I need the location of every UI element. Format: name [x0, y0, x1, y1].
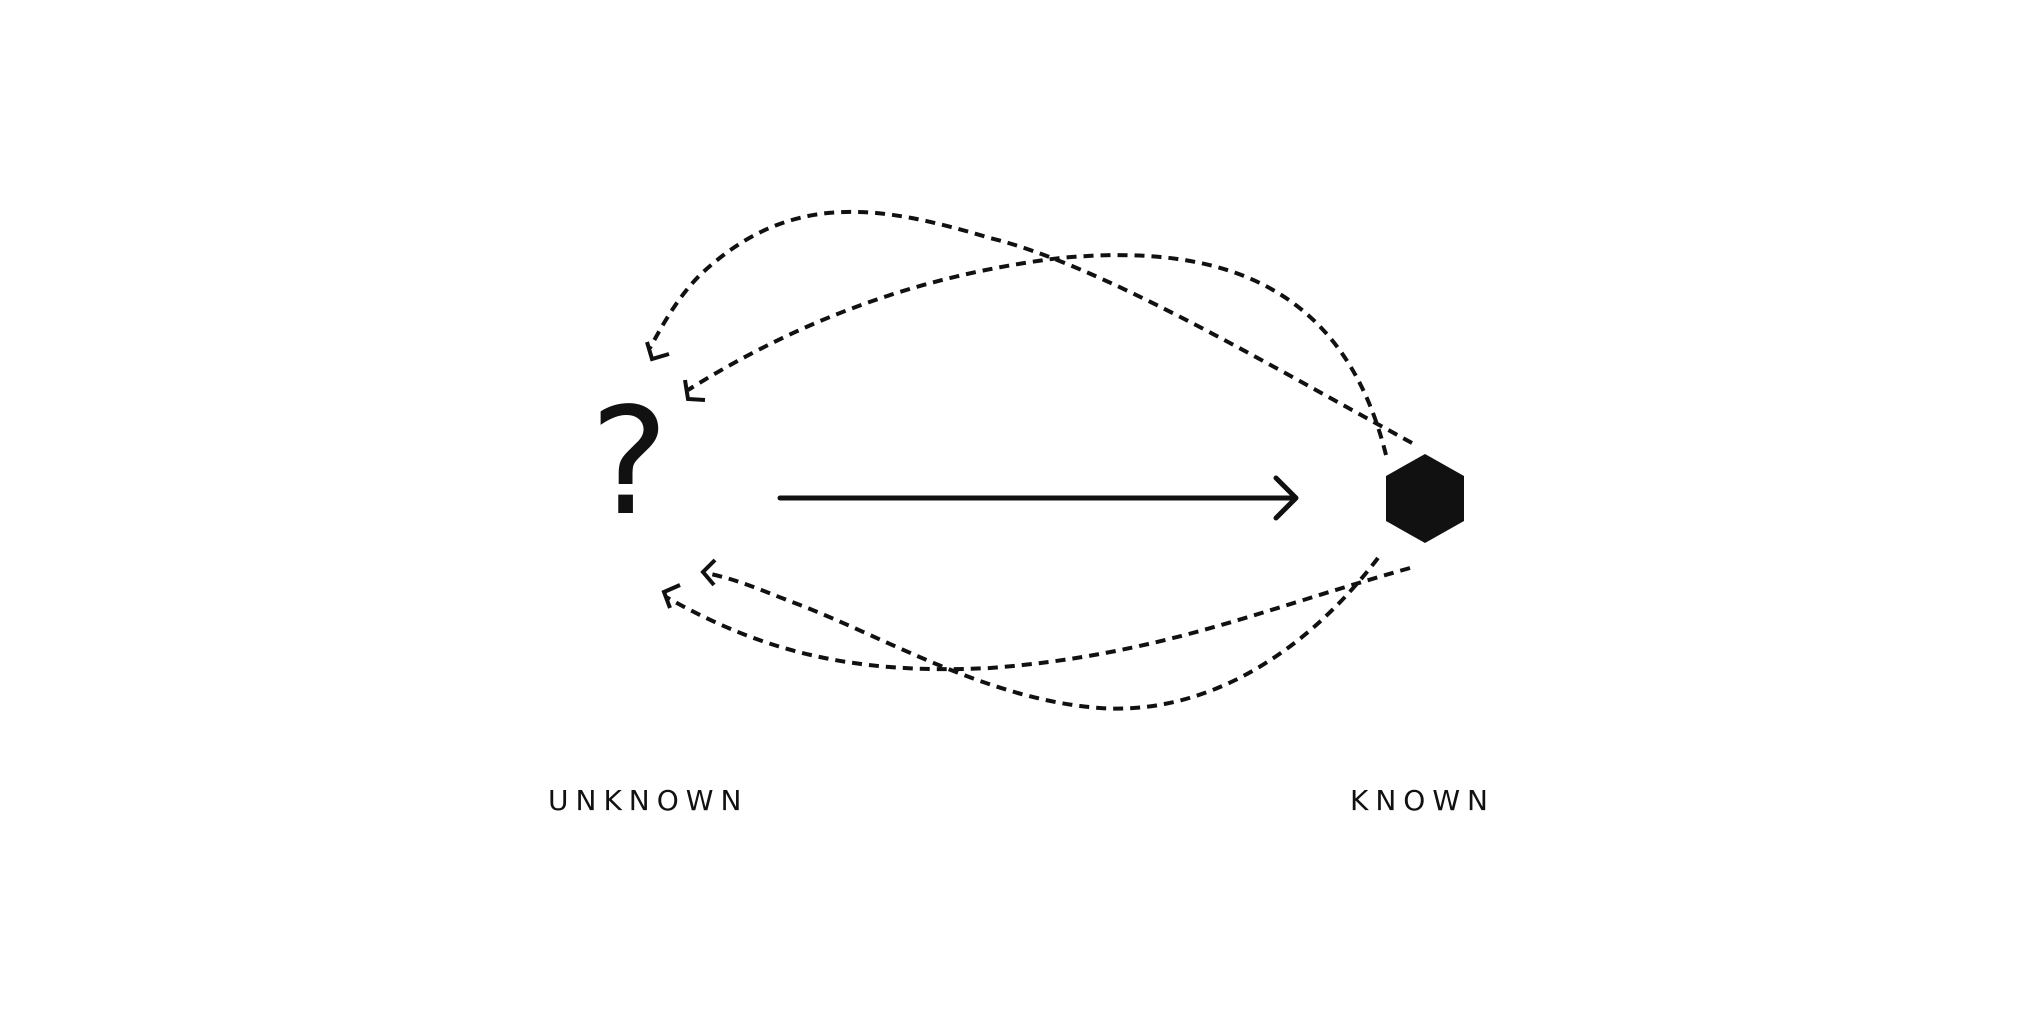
dashed-arrow-bottom-outer	[705, 556, 1380, 711]
hexagon-icon	[1386, 454, 1464, 543]
dashed-arrowhead-bottom-inner	[661, 583, 681, 609]
dashed-arrowhead-top-outer	[645, 341, 670, 362]
dashed-arrowhead-bottom-outer	[700, 558, 717, 587]
dashed-arrowhead-top-inner	[683, 379, 706, 402]
dashed-arrow-top-outer	[648, 209, 1413, 445]
dashed-arrow-bottom-inner	[665, 566, 1411, 672]
main-arrow-head	[1273, 475, 1299, 521]
main-arrow	[777, 475, 1299, 521]
dashed-arrow-top-inner	[686, 253, 1388, 456]
question-mark-icon: ?	[590, 376, 669, 548]
known-label: KNOWN	[1350, 784, 1495, 817]
unknown-label: UNKNOWN	[548, 784, 749, 817]
